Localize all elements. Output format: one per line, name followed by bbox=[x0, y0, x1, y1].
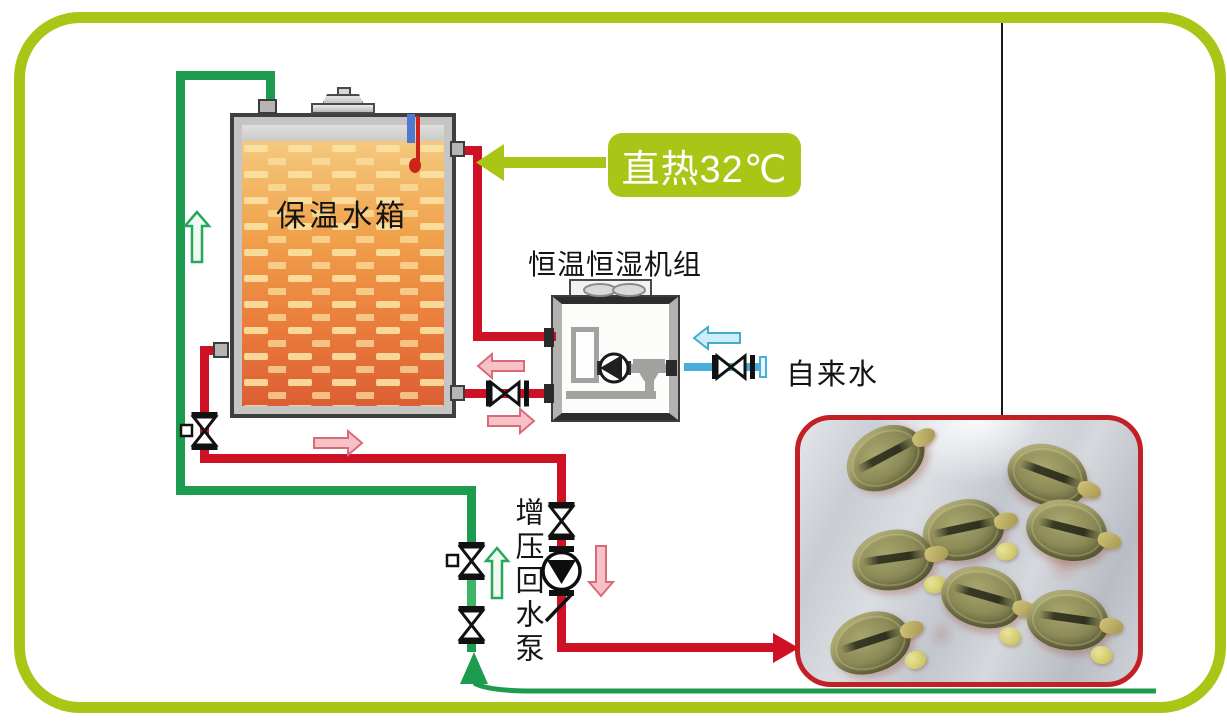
unit-tee-top bbox=[633, 359, 665, 369]
turtle bbox=[1023, 584, 1125, 666]
tank-left-port bbox=[213, 342, 229, 358]
red-pipe bbox=[473, 332, 556, 341]
red-pipe bbox=[462, 146, 482, 155]
tap-water-inlet-flange bbox=[759, 356, 767, 378]
turtle bbox=[821, 601, 929, 682]
unit-label: 恒温恒湿机组 bbox=[528, 249, 703, 280]
tank-right-upper-port bbox=[450, 141, 465, 157]
unit-evaporator bbox=[571, 327, 599, 383]
green-pipe bbox=[176, 71, 185, 495]
green-pipe bbox=[266, 71, 275, 104]
red-pipe bbox=[557, 643, 775, 652]
turtle-yolk-sac bbox=[997, 624, 1024, 648]
thermometer-bulb bbox=[409, 158, 421, 173]
unit-tee-stem bbox=[645, 379, 654, 394]
thermometer-icon bbox=[407, 114, 415, 143]
tank-label: 保温水箱 bbox=[276, 200, 408, 233]
direct-heat-badge-label: 直热32℃ bbox=[621, 148, 788, 191]
green-pipe bbox=[176, 486, 476, 495]
tank-right-lower-port bbox=[450, 385, 465, 401]
unit-tee-funnel bbox=[637, 369, 661, 381]
turtle-photo bbox=[795, 415, 1143, 687]
tank-interior: 保温水箱 bbox=[242, 125, 444, 406]
red-pipe bbox=[200, 346, 220, 355]
red-pipe bbox=[557, 538, 566, 548]
outer-frame-border bbox=[14, 12, 1226, 713]
tank-air-gap bbox=[242, 125, 444, 141]
turtle bbox=[1019, 490, 1124, 570]
tank-brick-fill bbox=[242, 141, 444, 406]
tank-top-port bbox=[258, 99, 277, 114]
green-pipe bbox=[467, 642, 476, 652]
unit-bottom-pipe bbox=[566, 391, 656, 399]
turtle-shell bbox=[834, 420, 936, 504]
turtle bbox=[934, 556, 1039, 648]
red-pipe bbox=[460, 389, 550, 398]
direct-heat-badge: 直热32℃ bbox=[608, 133, 801, 197]
insulated-water-tank: 保温水箱 bbox=[230, 113, 456, 418]
tap-water-label: 自来水 bbox=[786, 359, 880, 391]
green-pipe bbox=[176, 71, 275, 80]
turtle bbox=[834, 420, 939, 504]
red-pipe bbox=[473, 146, 482, 341]
turtle-yolk-sac bbox=[1089, 644, 1114, 666]
turtle-shell bbox=[934, 556, 1030, 638]
red-pipe bbox=[200, 454, 566, 463]
turtle bbox=[848, 524, 950, 596]
blue-pipe bbox=[684, 363, 764, 371]
green-pipe bbox=[467, 578, 476, 608]
tank-lid-knob bbox=[337, 87, 351, 96]
turtle-shell bbox=[821, 601, 919, 682]
red-pipe bbox=[557, 454, 566, 506]
booster-pump-label: 增压回水泵 bbox=[511, 497, 543, 667]
unit-right-flange bbox=[666, 360, 677, 376]
turtle-shell bbox=[1023, 584, 1113, 656]
vertical-divider-line bbox=[1001, 23, 1003, 416]
thermometer-stem bbox=[416, 116, 420, 162]
turtle-shell bbox=[1019, 490, 1115, 570]
red-pipe bbox=[557, 596, 566, 650]
red-pipe bbox=[200, 346, 209, 461]
unit-left-upper-flange bbox=[544, 328, 554, 347]
unit-left-lower-flange bbox=[544, 384, 554, 403]
green-pipe bbox=[467, 486, 476, 544]
